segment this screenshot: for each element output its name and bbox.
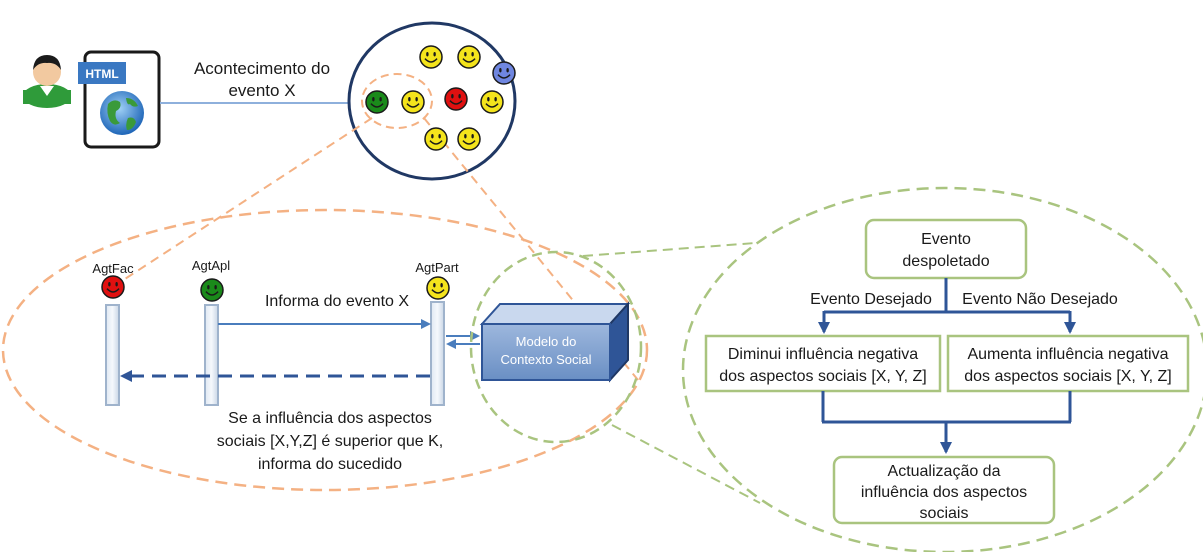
- increase-line1: Aumenta influência negativa: [967, 346, 1168, 363]
- increase-line2: dos aspectos sociais [X, Y, Z]: [964, 368, 1172, 385]
- event-label-line2: evento X: [228, 81, 295, 100]
- branch-label-desired: Evento Desejado: [810, 291, 932, 308]
- smiley-icon: [365, 90, 389, 114]
- zoom-line-left: [107, 117, 373, 291]
- decrease-line2: dos aspectos sociais [X, Y, Z]: [719, 368, 927, 385]
- agent-label-agtapl: AgtApl: [192, 258, 230, 273]
- model-label-line1: Modelo do: [516, 334, 577, 349]
- agent-smiley-red-icon: [101, 275, 125, 299]
- flow-start-line2: despoletado: [902, 253, 989, 270]
- final-line1: Actualização da: [888, 463, 1001, 480]
- flowchart-zoom-circle: [681, 186, 1203, 552]
- flow-box-decrease: [704, 334, 942, 393]
- html-document-icon: HTML: [78, 50, 161, 149]
- society-smileys: [365, 45, 516, 151]
- smiley-icon: [480, 90, 504, 114]
- zoom-selection-ellipse: [361, 73, 433, 129]
- flow-box-increase: [946, 334, 1190, 393]
- final-line2: influência dos aspectos: [861, 484, 1027, 501]
- event-label-line1: Acontecimento do: [194, 59, 330, 78]
- condition-line3: informa do sucedido: [258, 456, 402, 473]
- agent-smileys: [101, 275, 450, 302]
- model-box: Modelo do Contexto Social: [479, 301, 631, 383]
- smiley-icon: [457, 45, 481, 69]
- flow-start-line1: Evento: [921, 231, 971, 248]
- decrease-line1: Diminui influência negativa: [728, 346, 918, 363]
- branch-label-undesired: Evento Não Desejado: [962, 291, 1118, 308]
- message-label: Informa do evento X: [265, 293, 409, 310]
- lifeline-agtapl: [204, 304, 219, 406]
- smiley-icon: [457, 127, 481, 151]
- lifeline-agtpart: [430, 301, 445, 406]
- condition-line2: sociais [X,Y,Z] é superior que K,: [217, 433, 443, 450]
- flow-final-box: [832, 455, 1056, 525]
- lifeline-agtfac: [105, 304, 120, 406]
- sequence-zoom-ellipse: [1, 208, 649, 492]
- agent-smiley-yellow-icon: [426, 276, 450, 300]
- smiley-icon: [401, 90, 425, 114]
- green-zoom-line-top: [582, 242, 756, 257]
- agent-label-agtpart: AgtPart: [415, 260, 459, 275]
- smiley-icon: [419, 45, 443, 69]
- agent-smiley-green-icon: [200, 278, 224, 302]
- green-zoom-line-bottom: [611, 424, 761, 504]
- smiley-icon: [444, 87, 468, 111]
- final-line3: sociais: [920, 505, 969, 522]
- user-icon: [23, 55, 71, 108]
- smiley-icon: [424, 127, 448, 151]
- smiley-icon: [492, 61, 516, 85]
- html-label: HTML: [85, 67, 118, 81]
- condition-line1: Se a influência dos aspectos: [228, 410, 432, 427]
- model-label-line2: Contexto Social: [500, 352, 591, 367]
- agent-label-agtfac: AgtFac: [92, 261, 134, 276]
- model-zoom-circle: [469, 250, 643, 444]
- globe-icon: [100, 91, 144, 135]
- zoom-line-right: [423, 117, 639, 381]
